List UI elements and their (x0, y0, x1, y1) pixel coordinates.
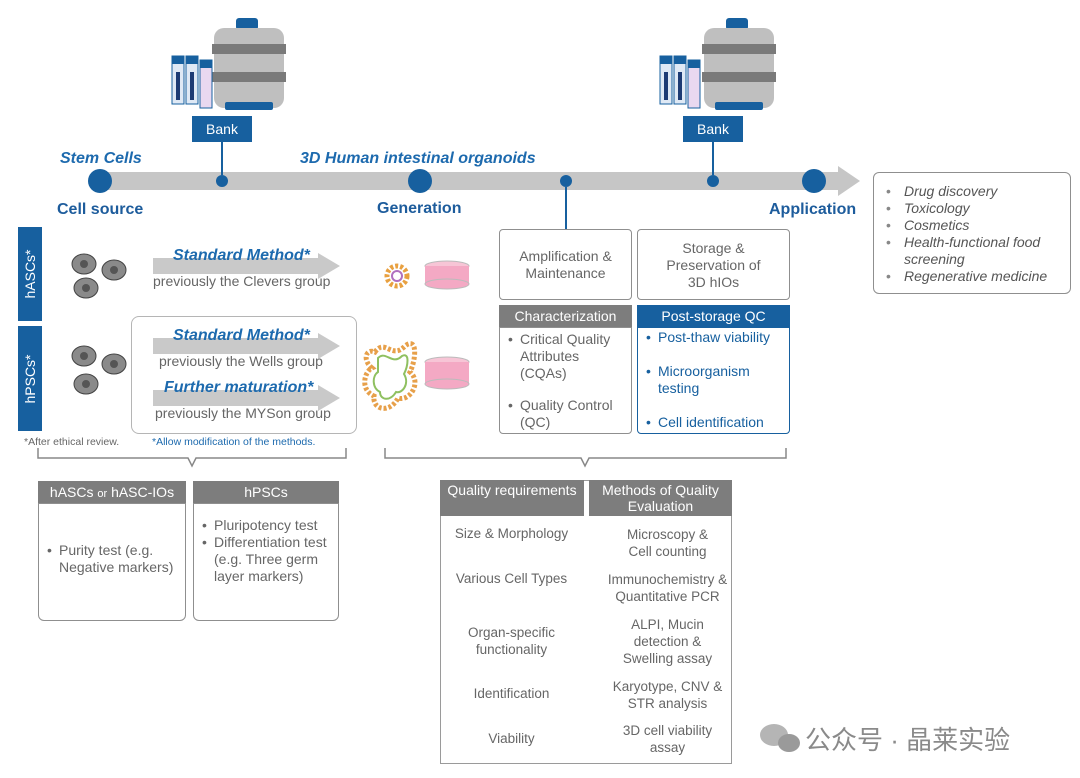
application-item: Toxicology (874, 200, 1070, 217)
node-bank-left (216, 175, 228, 187)
modification-note: *Allow modification of the methods. (152, 436, 316, 448)
further-maturation-title: Further maturation* (164, 379, 314, 396)
method-col-header: Methods of Quality Evaluation (589, 480, 732, 516)
bank-right-label: Bank (683, 116, 743, 142)
quality-requirement: Organ-specific functionality (467, 625, 556, 657)
quality-method: ALPI, Mucin detection & Swelling assay (622, 617, 713, 666)
wechat-icon (760, 724, 800, 752)
hascs-box: Purity test (e.g. Negative markers) (38, 503, 186, 621)
node-bank-right (707, 175, 719, 187)
storage-box: Storage & Preservation of 3D hIOs (637, 229, 790, 300)
application-item: Health-functional food screening (874, 234, 1070, 268)
bank-left-label: Bank (192, 116, 252, 142)
watermark-text: 公众号 · 晶莱实验 (805, 725, 1011, 755)
quality-method: 3D cell viability assay (622, 723, 713, 755)
cell-cluster-hpscs-icon (71, 345, 127, 395)
organoid-small-icon (384, 263, 410, 289)
hpscs-methods-box (131, 316, 357, 434)
characterization-item: Quality Control (QC) (508, 397, 625, 431)
poststorage-item: Post-thaw viability (646, 329, 783, 346)
applications-box: Drug discovery Toxicology Cosmetics Heal… (873, 172, 1071, 294)
quality-col-header: Quality requirements (440, 480, 584, 516)
quality-method: Microscopy & Cell counting (626, 527, 709, 559)
hpscs-method-title: Standard Method* (173, 327, 310, 344)
quality-requirement: Viability (488, 731, 535, 746)
stem-cells-label: Stem Cells (60, 150, 142, 167)
hpscs-box-item: Pluripotency test (202, 517, 332, 534)
node-cell-source (88, 169, 112, 193)
quality-method: Immunochemistry & Quantitative PCR (607, 572, 728, 604)
culture-dish-icon (424, 356, 470, 390)
cell-source-label: Cell source (57, 201, 144, 218)
hpscs-box-item: Differentiation test (e.g. Three germ la… (202, 534, 332, 585)
poststorage-box: Post-thaw viability Microorganism testin… (637, 327, 790, 434)
further-maturation-group: previously the MYSon group (155, 405, 331, 421)
node-application (802, 169, 826, 193)
hpscs-method-group: previously the Wells group (159, 353, 323, 369)
node-generation (408, 169, 432, 193)
quality-requirement: Various Cell Types (455, 571, 568, 586)
poststorage-item: Cell identification (646, 414, 783, 431)
bracket-left (37, 448, 347, 468)
culture-dish-icon (424, 260, 470, 290)
application-item: Regenerative medicine (874, 268, 1070, 285)
hpscs-box: Pluripotency test Differentiation test (… (193, 503, 339, 621)
hio-title: 3D Human intestinal organoids (300, 150, 536, 167)
quality-method: Karyotype, CNV & STR analysis (612, 679, 723, 711)
cryotank-right-icon (659, 18, 776, 110)
amplification-box: Amplification & Maintenance (499, 229, 632, 300)
generation-label: Generation (377, 200, 462, 217)
timeline-bar (100, 172, 838, 190)
cryotank-left-icon (171, 18, 286, 110)
node-amplification (560, 175, 572, 187)
organoid-large-icon (362, 341, 418, 411)
side-tab-hpscs: hPSCs* (18, 326, 42, 431)
hpscs-box-header: hPSCs (193, 481, 339, 503)
quality-requirement: Size & Morphology (454, 526, 569, 541)
application-label: Application (769, 201, 857, 218)
characterization-header: Characterization (499, 305, 632, 327)
poststorage-item: Microorganism testing (646, 363, 783, 397)
hascs-method-title: Standard Method* (173, 247, 310, 264)
hascs-box-item: Purity test (e.g. Negative markers) (47, 542, 179, 576)
quality-requirement: Identification (473, 686, 550, 701)
application-item: Cosmetics (874, 217, 1070, 234)
quality-table (440, 480, 732, 764)
poststorage-header: Post-storage QC (637, 305, 790, 327)
hascs-method-group: previously the Clevers group (153, 273, 331, 289)
hascs-box-header: hASCs or hASC-IOs (38, 481, 186, 503)
characterization-item: Critical Quality Attributes (CQAs) (508, 331, 625, 382)
applications-list: Drug discovery Toxicology Cosmetics Heal… (874, 183, 1070, 285)
ethical-note: *After ethical review. (24, 436, 120, 448)
application-item: Drug discovery (874, 183, 1070, 200)
characterization-box: Critical Quality Attributes (CQAs) Quali… (499, 327, 632, 434)
timeline-arrowhead (838, 166, 860, 196)
side-tab-hascs: hASCs* (18, 227, 42, 321)
cell-cluster-hascs-icon (71, 253, 127, 299)
method-arrows (153, 253, 340, 411)
bracket-right (384, 448, 787, 468)
